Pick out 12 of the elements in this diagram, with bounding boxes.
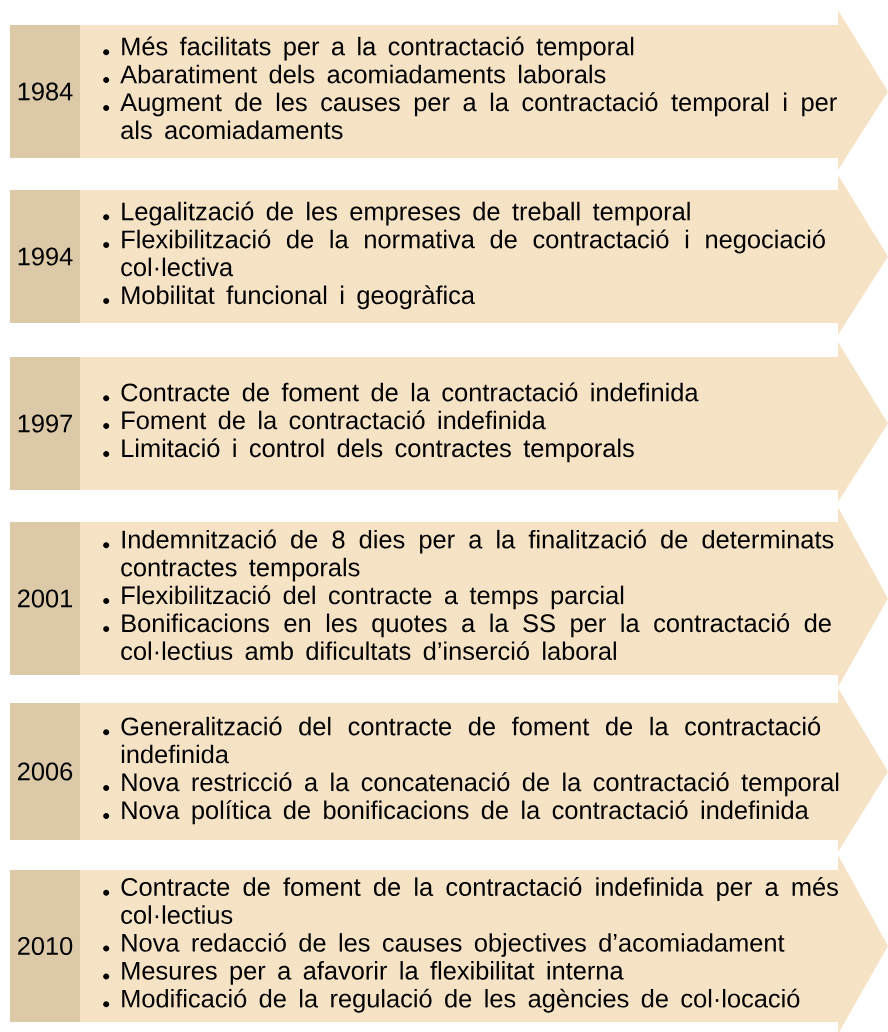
arrow-band: Legalització de les empreses de treball temporal Flexibilització de la normativa de contractació i negociació col·lectiva Mobilitat funcional i geogràfica [80,175,888,335]
year-box: 2010 [10,870,80,1022]
year-box: 2001 [10,522,80,675]
arrow-band: Contracte de foment de la contractació indefinida Foment de la contractació indefinida Limitació i control dels contractes temporals [80,342,888,502]
year-box: 1994 [10,190,80,323]
year-box: 1984 [10,25,80,158]
year-box: 2006 [10,703,80,840]
year-box: 1997 [10,357,80,490]
arrow-band: Més facilitats per a la contractació temporal Abaratiment dels acomiadaments laborals Augment de les causes per a la contractació temporal i per als acomiadaments [80,10,888,170]
arrow-band: Generalització del contracte de foment de la contractació indefinida Nova restricció a la concatenació de la contractació temporal Nova política de bonificacions de la contractació indefinida [80,688,888,852]
arrow-band: Indemnització de 8 dies per a la finalització de determinats contractes temporals Flexibilització del contracte a temps parcial Bonificacions en les quotes a la SS per la contractació de col·lectius amb dificultats d’inserció laboral [80,507,888,687]
arrow-band: Contracte de foment de la contractació indefinida per a més col·lectius Nova redacció de les causes objectives d’acomiadament Mesures per a afavorir la flexibilitat interna Modificació de la regulació de les agències de col·locació [80,855,888,1032]
